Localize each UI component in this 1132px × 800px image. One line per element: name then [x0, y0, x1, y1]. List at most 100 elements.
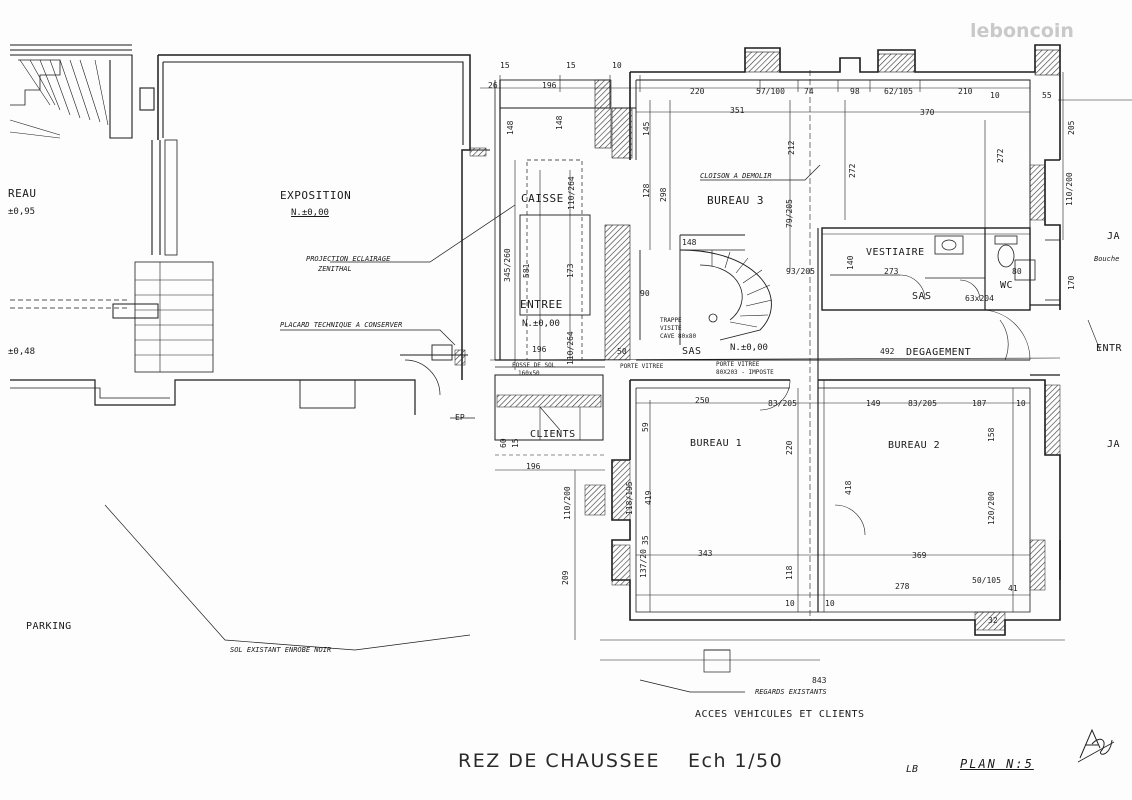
- room-label-caisse: CAISSE: [521, 192, 564, 205]
- dim-205: 205: [1067, 120, 1076, 135]
- dim-492: 492: [880, 347, 895, 356]
- dim-74: 74: [804, 87, 814, 96]
- room-label-sas-stair: SAS: [682, 346, 702, 357]
- dim-50-105: 50/105: [972, 576, 1001, 585]
- dim-98: 98: [850, 87, 860, 96]
- dim-209: 209: [561, 570, 570, 585]
- room-label-bureau-3: BUREAU 3: [707, 194, 764, 207]
- dim-370: 370: [920, 108, 935, 117]
- room-label-clients: CLIENTS: [530, 429, 576, 440]
- dim-149: 149: [866, 399, 881, 408]
- leboncoin-watermark-logo: leboncoin: [970, 20, 1074, 42]
- dim-581: 581: [522, 263, 531, 278]
- dim-41: 41: [1008, 584, 1018, 593]
- room-label-degagement: DEGAGEMENT: [906, 347, 972, 358]
- dim-140: 140: [846, 255, 855, 270]
- dim-196-top: 196: [542, 81, 557, 90]
- dim-118: 118: [785, 565, 794, 580]
- room-label-ja-bottom: JA: [1107, 439, 1121, 450]
- level-left: ±0,48: [8, 347, 36, 357]
- dim-137-20: 137/20: [639, 549, 648, 578]
- room-label-entr-right: ENTR: [1096, 343, 1123, 354]
- dim-419: 419: [644, 490, 653, 505]
- dim-110-264-b: 110/264: [566, 331, 575, 365]
- dim-843: 843: [812, 676, 827, 685]
- dim-145: 145: [642, 121, 651, 136]
- dim-15-b: 15: [566, 61, 576, 70]
- dim-343: 343: [698, 549, 713, 558]
- dim-110-200-a: 110/200: [1065, 172, 1074, 206]
- level-sas: N.±0,00: [730, 343, 768, 353]
- drawing-title: REZ DE CHAUSSEE: [458, 750, 661, 772]
- annotation-zenithal: ZENITHAL: [318, 265, 352, 273]
- dim-32: 32: [988, 616, 998, 625]
- label-bouche: Bouche: [1094, 255, 1120, 263]
- dim-59: 59: [641, 422, 650, 432]
- dim-79-205: 79/205: [785, 199, 794, 228]
- room-label-sas-vestiaire: SAS: [912, 291, 932, 302]
- annotation-cloison: CLOISON A DEMOLIR: [700, 172, 772, 180]
- dim-35: 35: [641, 535, 650, 545]
- signature-mark: [1077, 728, 1115, 763]
- room-label-ja-top: JA: [1107, 231, 1121, 242]
- dim-93-205: 93/205: [786, 267, 815, 276]
- annotation-fosse-dim: 160x50: [518, 370, 540, 377]
- dim-83-205-a: 83/205: [768, 399, 797, 408]
- dim-278: 278: [895, 582, 910, 591]
- annotation-cave: CAVE 80x80: [660, 333, 697, 340]
- room-label-bureau-1: BUREAU 1: [690, 438, 743, 449]
- room-label-parking: PARKING: [26, 621, 72, 632]
- dim-50-a: 50: [617, 347, 627, 356]
- dim-10-c: 10: [825, 599, 835, 608]
- annotation-visite: VISITE: [660, 325, 682, 332]
- stair-top-left: [9, 54, 133, 139]
- annotation-regards: REGARDS EXISTANTS: [755, 688, 827, 696]
- dim-15-a: 15: [500, 61, 510, 70]
- dim-10-e: 10: [1016, 399, 1026, 408]
- author-initials: LB: [906, 764, 919, 775]
- level-entree: N.±0,00: [522, 319, 560, 329]
- dim-26: 26: [488, 81, 498, 90]
- dim-158: 158: [987, 427, 996, 442]
- dim-80: 80: [1012, 267, 1022, 276]
- dim-10-a: 10: [612, 61, 622, 70]
- dim-60: 60: [499, 438, 508, 448]
- dim-170: 170: [1067, 275, 1076, 290]
- dim-196-mid: 196: [532, 345, 547, 354]
- dim-250: 250: [695, 396, 710, 405]
- room-label-vestiaire: VESTIAIRE: [866, 247, 925, 258]
- dim-220-b: 220: [785, 440, 794, 455]
- dim-212: 212: [787, 140, 796, 155]
- room-label-exposition: EXPOSITION: [280, 189, 352, 202]
- dim-298: 298: [659, 187, 668, 202]
- dim-173: 173: [566, 263, 575, 278]
- level-exposition: N.±0,00: [291, 208, 329, 218]
- spiral-stair: [604, 224, 773, 361]
- dim-272-b: 272: [996, 148, 1005, 163]
- drawing-scale: Ech 1/50: [688, 750, 784, 772]
- annotation-porte-vitree-1: PORTE VITREE: [620, 363, 664, 370]
- dim-210: 210: [958, 87, 973, 96]
- room-label-reau: REAU: [8, 187, 37, 200]
- dim-83-205-b: 83/205: [908, 399, 937, 408]
- dim-220: 220: [690, 87, 705, 96]
- dim-57-100: 57/100: [756, 87, 785, 96]
- plan-number: PLAN N:5: [960, 757, 1034, 771]
- dim-10-d: 10: [990, 91, 1000, 100]
- dim-418: 418: [844, 480, 853, 495]
- room-label-wc: WC: [1000, 280, 1014, 291]
- dim-148-b: 148: [555, 115, 564, 130]
- annotation-sol-existant: SOL EXISTANT ENROBE NOIR: [230, 646, 332, 654]
- annotation-placard: PLACARD TECHNIQUE A CONSERVER: [280, 321, 403, 329]
- dim-62-105: 62/105: [884, 87, 913, 96]
- dim-120-200: 120/200: [987, 491, 996, 525]
- dim-273: 273: [884, 267, 899, 276]
- annotation-ep: EP: [455, 413, 465, 422]
- annotation-projection: PROJECTION ECLAIRAGE: [306, 255, 391, 263]
- room-label-bureau-2: BUREAU 2: [888, 440, 941, 451]
- dim-148-c: 148: [682, 238, 697, 247]
- dim-55: 55: [1042, 91, 1052, 100]
- dim-369: 369: [912, 551, 927, 560]
